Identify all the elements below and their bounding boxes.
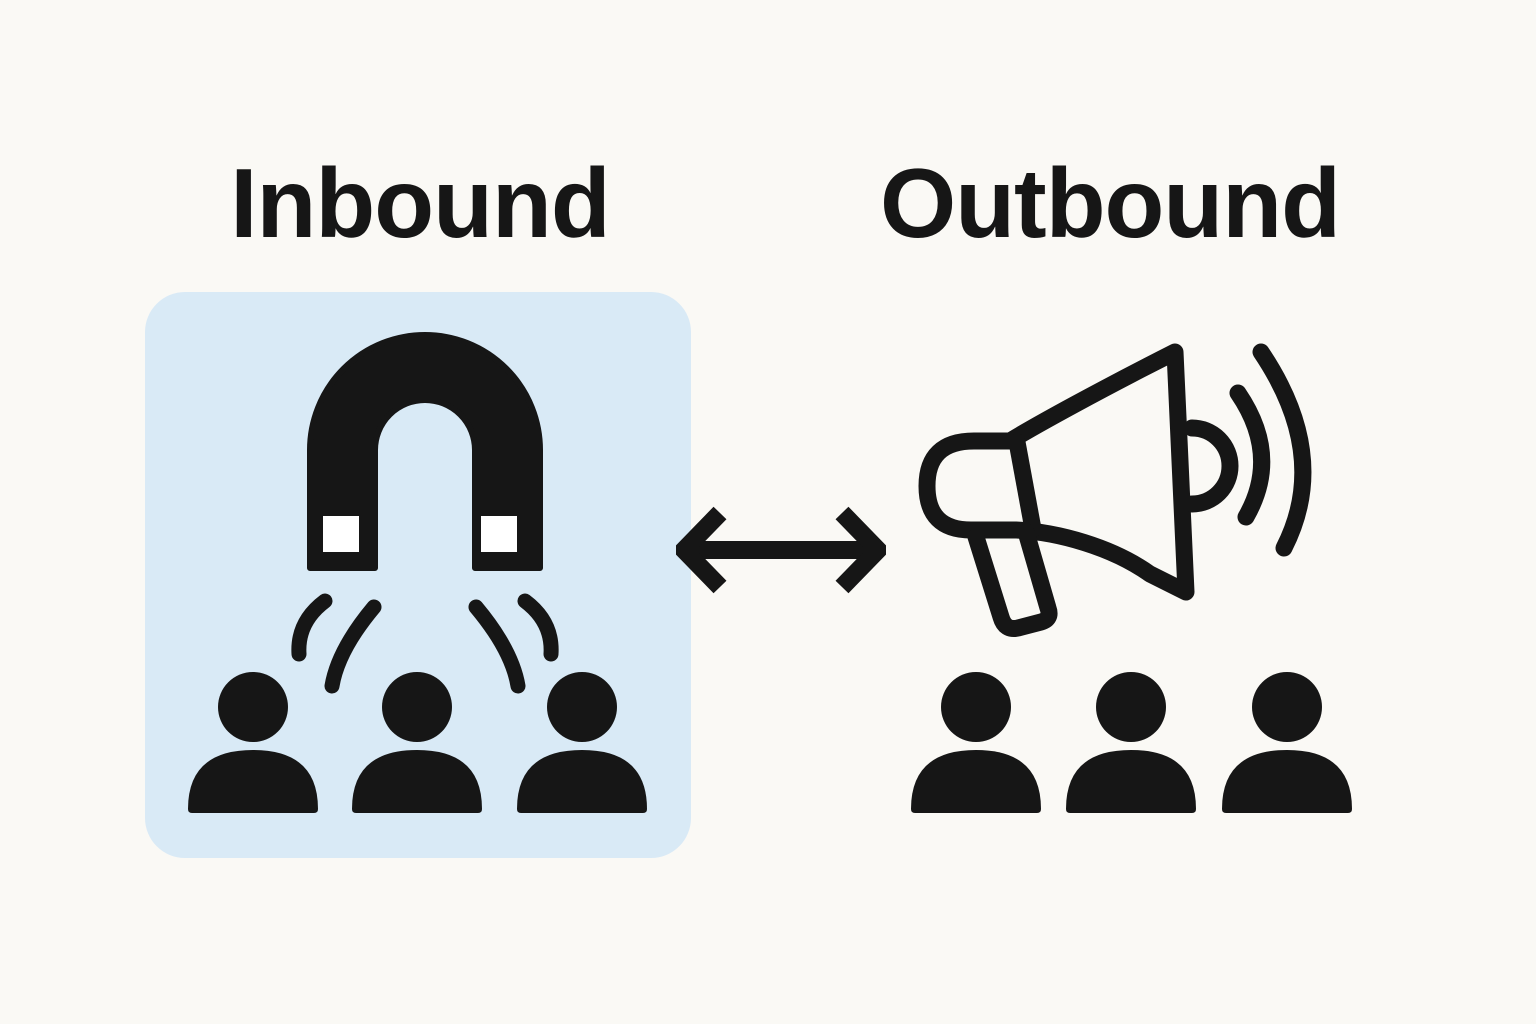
inbound-title: Inbound — [230, 148, 610, 258]
arrow-head-left — [676, 506, 727, 594]
person-icon — [352, 672, 482, 813]
magnet-body — [307, 332, 543, 571]
megaphone-handle — [967, 523, 1058, 637]
magnet-pole-tip-right — [481, 516, 517, 552]
megaphone-body — [918, 343, 1195, 601]
inbound-audience-icon — [188, 672, 647, 813]
magnet-pole-tip-left — [323, 516, 359, 552]
person-icon — [188, 672, 318, 813]
person-icon — [911, 672, 1041, 813]
sound-wave-inner — [1229, 384, 1271, 526]
megaphone-icon — [918, 343, 1312, 637]
magnet-icon — [307, 332, 543, 571]
outbound-audience-icon — [911, 672, 1352, 813]
pull-line — [468, 599, 526, 694]
double-arrow-icon — [676, 506, 886, 594]
megaphone-knob — [1183, 419, 1239, 513]
person-icon — [1222, 672, 1352, 813]
arrow-head-right — [835, 506, 886, 594]
megaphone-divider — [1008, 433, 1042, 538]
attraction-lines-icon — [291, 593, 559, 694]
pull-line — [291, 593, 333, 662]
outbound-title: Outbound — [879, 148, 1341, 258]
person-icon — [1066, 672, 1196, 813]
sound-wave-outer — [1252, 343, 1312, 557]
person-icon — [517, 672, 647, 813]
pull-line — [517, 593, 559, 662]
pull-line — [324, 599, 382, 694]
